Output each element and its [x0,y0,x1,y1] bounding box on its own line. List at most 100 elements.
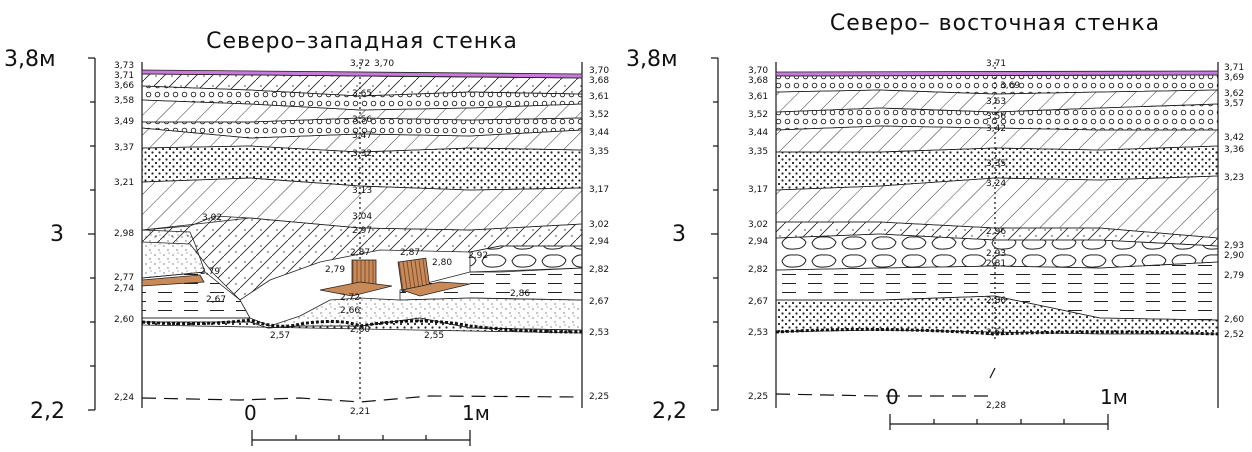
elev-label: 2,25 [589,392,609,402]
elev-label: 2,79 [1224,271,1244,281]
elev-label: 2,77 [114,273,134,283]
elev-label: 2,80 [432,258,452,268]
elev-label: 3,70 [374,59,394,69]
elev-label: 3,52 [748,110,768,120]
left-layers [141,69,583,334]
wood-plank-2 [400,281,471,297]
left-section-title: Северо–западная стенка [206,29,518,54]
elev-label: 3,17 [748,185,768,195]
right-wall-labels: 3,70 3,68 3,61 3,52 3,44 3,35 3,17 3,02 … [589,66,609,402]
left-wall-labels: 3,73 3,71 3,66 3,58 3,49 3,37 3,21 2,98 … [114,61,134,403]
right-right-wall-labels: 3,71 3,69 3,62 3,57 3,42 3,36 3,23 2,93 … [1224,63,1244,340]
elev-label: 3,70 [748,66,768,76]
elev-label: 3,02 [589,220,609,230]
right-scale-bar: 0 1м [886,385,1128,430]
right-elevation-axis: 3,8м 3 2,2 [626,47,719,424]
elev-label: 3,62 [1224,89,1244,99]
elev-label: 2,52 [1224,330,1244,340]
elev-label: 2,93 [1224,241,1244,251]
elev-label: 3,02 [748,220,768,230]
elev-label: 3,68 [748,76,768,86]
datum-line [775,393,995,397]
elev-label: 3,44 [748,128,768,138]
excavation-bottom [141,318,583,334]
right-layers [775,70,1219,336]
elev-label: 3,61 [589,92,609,102]
elev-label: 2,90 [1224,251,1244,261]
elev-label: 3,42 [986,124,1006,134]
elev-label: 2,74 [114,284,134,294]
elev-label: 3,35 [589,147,609,157]
inner-labels: 3,02 2,79 2,67 2,57 2,87 2,80 2,92 2,86 … [200,213,530,341]
scale-zero-label: 0 [886,385,899,409]
elev-label: 3,70 [589,66,609,76]
right-axis-mid-label: 3 [672,222,686,247]
elev-label: 2,93 [986,249,1006,259]
elev-label: 2,82 [589,265,609,275]
elev-label: 3,42 [1224,133,1244,143]
elev-label: 2,53 [748,328,768,338]
elev-label: 2,81 [986,259,1006,269]
pit-fill [141,229,206,279]
elev-label: 2,92 [468,251,488,261]
elev-label: 2,97 [352,226,372,236]
elev-label: 3,21 [114,178,134,188]
center-labels: 3,72 3,70 3,65 3,56 3,47 3,32 3,13 3,04 … [325,59,394,417]
elev-label: 3,57 [1224,99,1244,109]
elev-label: 2,55 [424,331,444,341]
elev-label: 2,24 [114,393,134,403]
elev-label: 3,69 [1000,81,1020,91]
elev-label: 2,60 [114,315,134,325]
elev-label: 3,17 [589,185,609,195]
elev-label: 3,13 [352,186,372,196]
elev-label: 3,52 [589,110,609,120]
elev-label: 2,25 [748,392,768,402]
elev-label: 3,71 [114,71,134,81]
elev-label: 2,72 [340,293,360,303]
datum-line [141,395,583,403]
elev-label: 3,61 [748,92,768,102]
elev-label: 3,23 [1224,173,1244,183]
elev-label: 3,65 [352,89,372,99]
sandy-base-layer [141,317,583,334]
elev-label: 3,71 [986,59,1006,69]
left-axis-mid-label: 3 [50,222,64,247]
right-section: Северо– восточная стенка 3,8м 3 2,2 [626,11,1244,430]
left-scale-bar: 0 1м [244,401,490,446]
scale-one-label: 1м [1100,385,1128,409]
right-axis-bottom-label: 2,2 [652,399,687,424]
elev-label: 3,44 [589,128,609,138]
left-axis-top-label: 3,8м [4,47,56,72]
elev-label: 3,24 [986,179,1006,189]
right-left-wall-labels: 3,70 3,68 3,61 3,52 3,44 3,35 3,17 3,02 … [748,66,768,402]
elev-label: 3,68 [589,76,609,86]
elev-label: 2,94 [748,237,768,247]
elev-label: 2,98 [114,229,134,239]
elev-label: 3,49 [114,117,134,127]
wood-plank-west [141,274,205,287]
elev-label: 2,53 [589,328,609,338]
elev-label: 3,32 [352,149,372,159]
elev-label: 3,69 [1224,73,1244,83]
left-axis-bottom-label: 2,2 [30,399,65,424]
elev-label: 3,56 [352,115,372,125]
right-axis-top-label: 3,8м [626,47,678,72]
elev-label: 3,72 [350,59,370,69]
elev-label: 2,67 [589,297,609,307]
elev-label: 2,28 [986,401,1006,411]
elev-label: 2,79 [325,265,345,275]
elev-label: 3,58 [114,96,134,106]
elev-label: 2,67 [206,295,226,305]
elev-label: 3,66 [114,81,134,91]
datum-tick [989,367,996,379]
right-section-title: Северо– восточная стенка [830,11,1160,36]
elev-label: 2,86 [986,296,1006,306]
elev-label: 3,56 [986,112,1006,122]
elev-label: 2,66 [340,306,360,316]
elev-label: 2,67 [748,297,768,307]
elev-label: 2,96 [986,227,1006,237]
scale-one-label: 1м [462,401,490,425]
scale-zero-label: 0 [244,401,257,425]
elev-label: 2,86 [510,289,530,299]
